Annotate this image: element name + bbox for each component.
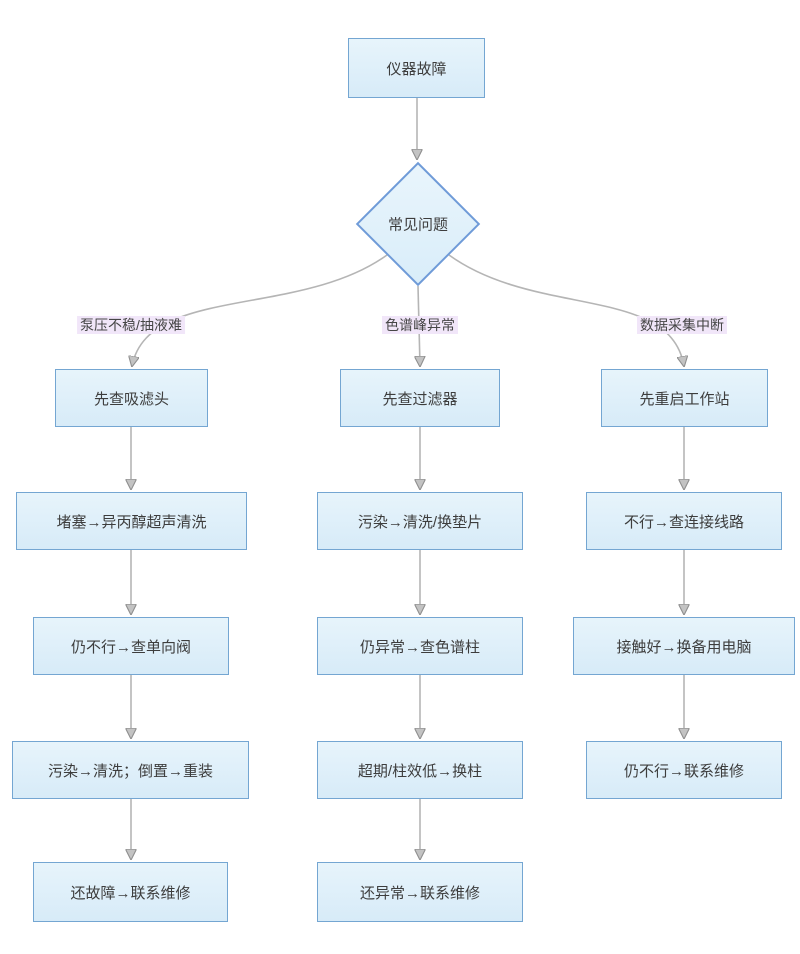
branch-label-pump: 泵压不稳/抽液难 bbox=[77, 316, 185, 334]
branch-label-data: 数据采集中断 bbox=[637, 316, 727, 334]
node-label: 不行→查连接线路 bbox=[623, 513, 744, 531]
node-branch1-step0: 先查过滤器 bbox=[340, 369, 500, 427]
node-branch2-step3: 仍不行→联系维修 bbox=[586, 741, 782, 799]
node-label: 还故障→联系维修 bbox=[70, 884, 191, 902]
edge-decision-to-branch2 bbox=[448, 254, 684, 366]
node-label: 接触好→换备用电脑 bbox=[616, 638, 752, 656]
node-label: 仪器故障 bbox=[386, 60, 447, 78]
node-label: 堵塞→异丙醇超声清洗 bbox=[56, 513, 207, 531]
node-label: 污染→清洗；倒置→重装 bbox=[47, 762, 213, 780]
node-branch0-step0: 先查吸滤头 bbox=[55, 369, 208, 427]
node-branch0-step3: 污染→清洗；倒置→重装 bbox=[12, 741, 249, 799]
node-branch0-step1: 堵塞→异丙醇超声清洗 bbox=[16, 492, 247, 550]
node-branch1-step3: 超期/柱效低→换柱 bbox=[317, 741, 523, 799]
node-label: 仍不行→查单向阀 bbox=[70, 638, 191, 656]
node-branch1-step4: 还异常→联系维修 bbox=[317, 862, 523, 922]
node-branch2-step0: 先重启工作站 bbox=[601, 369, 768, 427]
node-label: 仍不行→联系维修 bbox=[623, 762, 744, 780]
node-branch2-step1: 不行→查连接线路 bbox=[586, 492, 782, 550]
node-label: 先查过滤器 bbox=[382, 390, 458, 408]
node-label: 污染→清洗/换垫片 bbox=[357, 513, 483, 531]
node-branch2-step2: 接触好→换备用电脑 bbox=[573, 617, 795, 675]
node-branch0-step4: 还故障→联系维修 bbox=[33, 862, 228, 922]
node-label: 超期/柱效低→换柱 bbox=[357, 762, 483, 780]
edge-decision-to-branch0 bbox=[132, 254, 388, 366]
decision-label: 常见问题 bbox=[387, 216, 449, 234]
node-branch0-step2: 仍不行→查单向阀 bbox=[33, 617, 229, 675]
node-label: 先查吸滤头 bbox=[93, 390, 169, 408]
node-label: 还异常→联系维修 bbox=[359, 884, 480, 902]
node-label: 仍异常→查色谱柱 bbox=[359, 638, 480, 656]
node-root: 仪器故障 bbox=[348, 38, 485, 98]
node-branch1-step2: 仍异常→查色谱柱 bbox=[317, 617, 523, 675]
node-branch1-step1: 污染→清洗/换垫片 bbox=[317, 492, 523, 550]
branch-label-peak: 色谱峰异常 bbox=[382, 316, 458, 334]
node-label: 先重启工作站 bbox=[639, 390, 730, 408]
